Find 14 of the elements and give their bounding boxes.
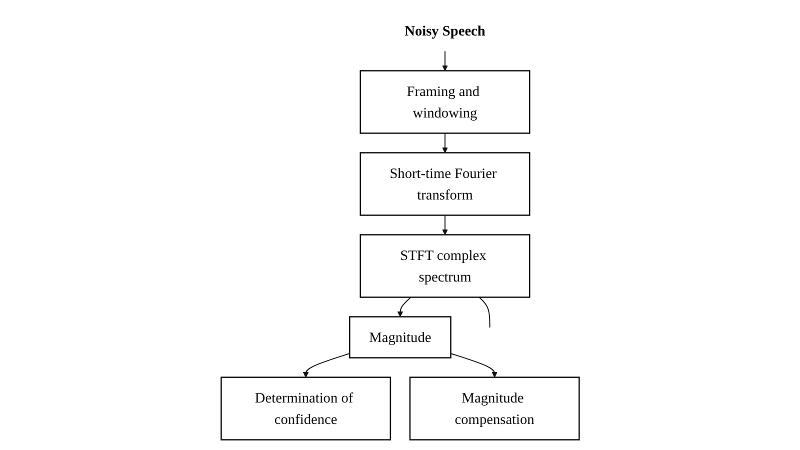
connector [478,296,490,328]
node-box: Magnitude compensation [409,376,580,440]
arrow [302,352,350,378]
arrow [397,296,412,318]
node-box: Framing and windowing [360,70,530,134]
node-box: STFT complex spectrum [360,234,530,298]
arrow [442,132,448,153]
node-text: Noisy Speech [404,22,486,39]
arrow [442,214,448,236]
node-box: Magnitude [348,316,452,358]
arrow [442,50,448,71]
node-box: Determination of confidence [220,376,391,440]
node-box: Short-time Fourier transform [360,152,530,216]
arrow [450,352,498,378]
